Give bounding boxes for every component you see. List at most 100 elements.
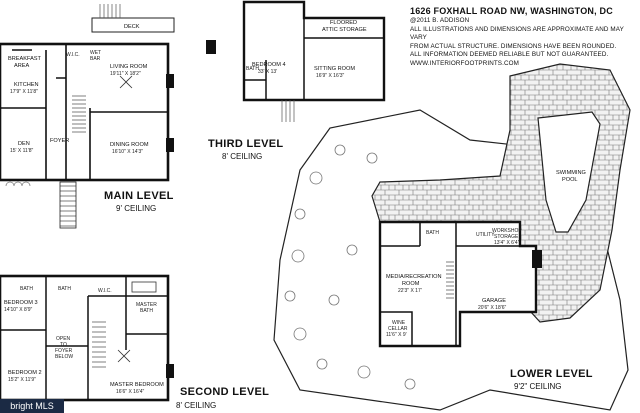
tree [366,152,378,164]
copyright: @2011 B. ADDISON [410,17,470,24]
third-level-title: THIRD LEVEL [208,138,284,150]
open-foyer-label-line2: TO [60,342,67,348]
wet-bar-label-line2: BAR [90,56,101,62]
main-foyer-stairs [72,95,86,133]
tree [328,294,340,306]
website: WWW.INTERIORFOOTPRINTS.COM [410,59,519,67]
wine-cellar-dimensions: 11'6" X 9' [386,332,407,338]
bedroom-4-label: BEDROOM 4 [252,62,286,68]
garage-label: GARAGE [482,298,506,304]
wine-cellar-label-line2: CELLAR [388,326,408,332]
media-room-label-line2: ROOM [402,281,420,287]
media-room-dimensions: 22'3" X 17' [398,288,422,294]
wet-bar-label: WET [90,50,101,56]
deck-stairs [99,4,121,18]
bedroom-3-label: BEDROOM 3 [4,300,38,306]
living-room-dimensions: 19'11" X 18'2" [110,71,141,77]
breakfast-label: BREAKFAST [8,56,42,62]
dining-room-dimensions: 16'10" X 14'3" [112,149,143,155]
living-room-fireplace [166,74,174,88]
tree [346,244,358,256]
master-bedroom-fan [117,349,131,363]
master-bedroom-label: MASTER BEDROOM [110,382,164,388]
lower-level-ceiling: 9'2" CEILING [514,382,562,391]
disclaimer-line-2: FROM ACTUAL STRUCTURE. DIMENSIONS HAVE B… [410,42,617,50]
third-left-window [206,40,216,54]
kitchen-label: KITCHEN [14,82,39,88]
den-dimensions: 15' X 11'8" [10,148,34,154]
main-level-title: MAIN LEVEL [104,190,174,202]
swimming-pool-label-line2: POOL [562,177,578,183]
third-level-outline [242,0,386,102]
tree [309,171,323,185]
master-bedroom-fireplace [166,364,174,378]
tree [404,378,416,390]
main-level-shrubs [5,181,31,187]
kitchen-dimensions: 17'9" X 11'8" [10,89,38,95]
tree [284,290,296,302]
bedroom-4-dimensions: 33' X 13' [258,69,277,75]
main-level-walls [0,44,168,180]
open-foyer-label-line4: BELOW [55,354,73,360]
lower-lot-boundary [273,109,629,411]
tree [294,208,306,220]
third-level-plan: BEDROOM 4 33' X 13' BATH FLOORED ATTIC S… [206,0,386,122]
lower-level-stairs [446,261,454,299]
master-tub [131,281,157,293]
master-bath-label: MASTER [136,302,157,308]
workshop-dimensions: 13'4" X 6'4" [494,240,520,246]
living-room-fan [119,75,133,89]
bright-mls-watermark: bright MLS [0,399,64,413]
floored-attic-label-line2: ATTIC STORAGE [322,27,367,33]
third-level-ceiling: 8' CEILING [222,152,263,161]
open-foyer-label: OPEN [56,336,71,342]
lower-level-outline [378,220,538,348]
media-room-label: MEDIA/RECREATION [386,274,442,280]
main-entry-steps [60,185,76,227]
main-foyer-label: FOYER [50,138,69,144]
workshop-label-line2: STORAGE [494,234,519,240]
main-entry-stair-frame [59,181,77,229]
tree [316,358,328,370]
second-level-stairs [92,321,106,368]
tree [293,327,307,341]
garage-dimensions: 20'6" X 18'6" [478,305,506,311]
tree [334,144,346,156]
third-level-walls [244,18,384,100]
tree [357,365,371,379]
lower-level-walls [380,222,536,346]
second-level-title: SECOND LEVEL [180,386,270,398]
wine-cellar-label: WINE [392,320,406,326]
lower-utility-block [532,250,542,268]
second-wic-label: W.I.C. [98,288,112,294]
living-room-label: LIVING ROOM [110,64,148,70]
breakfast-label-line2: AREA [14,63,30,69]
lower-level-title: LOWER LEVEL [510,368,593,380]
master-bedroom-dimensions: 16'6" X 16'4" [116,389,144,395]
trees [284,144,416,390]
bedroom-3-dimensions: 14'10" X 8'9" [4,307,32,313]
second-bath-a-label: BATH [20,286,33,292]
sitting-room-label: SITTING ROOM [314,66,355,72]
second-bath-b-label: BATH [58,286,71,292]
lower-level-plan: SWIMMING POOL BATH UTILITY WORKSHOP STOR… [273,63,631,411]
sitting-room-dimensions: 16'9" X 16'3" [316,73,344,79]
main-level-plan: DECK BREAKFAST AREA KITCHEN 17'9" X 11'8… [0,4,175,229]
third-bath-label: BATH [246,66,259,72]
disclaimer-line-1: ALL ILLUSTRATIONS AND DIMENSIONS ARE APP… [410,25,624,42]
deck-outline [91,17,175,33]
dining-room-fireplace [166,138,174,152]
master-bath-label-line2: BATH [140,308,153,314]
lower-bath-label: BATH [426,230,439,236]
open-foyer-label-line3: FOYER [55,348,73,354]
bedroom-2-label: BEDROOM 2 [8,370,42,376]
swimming-pool-label: SWIMMING [556,170,586,176]
main-wic-label: W.I.C. [66,52,80,58]
third-level-stairs [281,100,295,122]
utility-label: UTILITY [476,232,495,238]
second-level-ceiling: 8' CEILING [176,401,217,410]
header: 1626 FOXHALL ROAD NW, WASHINGTON, DC @20… [410,6,636,69]
workshop-label: WORKSHOP [492,228,522,234]
second-level-plan: BATH BATH W.I.C. BEDROOM 3 14'10" X 8'9"… [0,274,174,402]
